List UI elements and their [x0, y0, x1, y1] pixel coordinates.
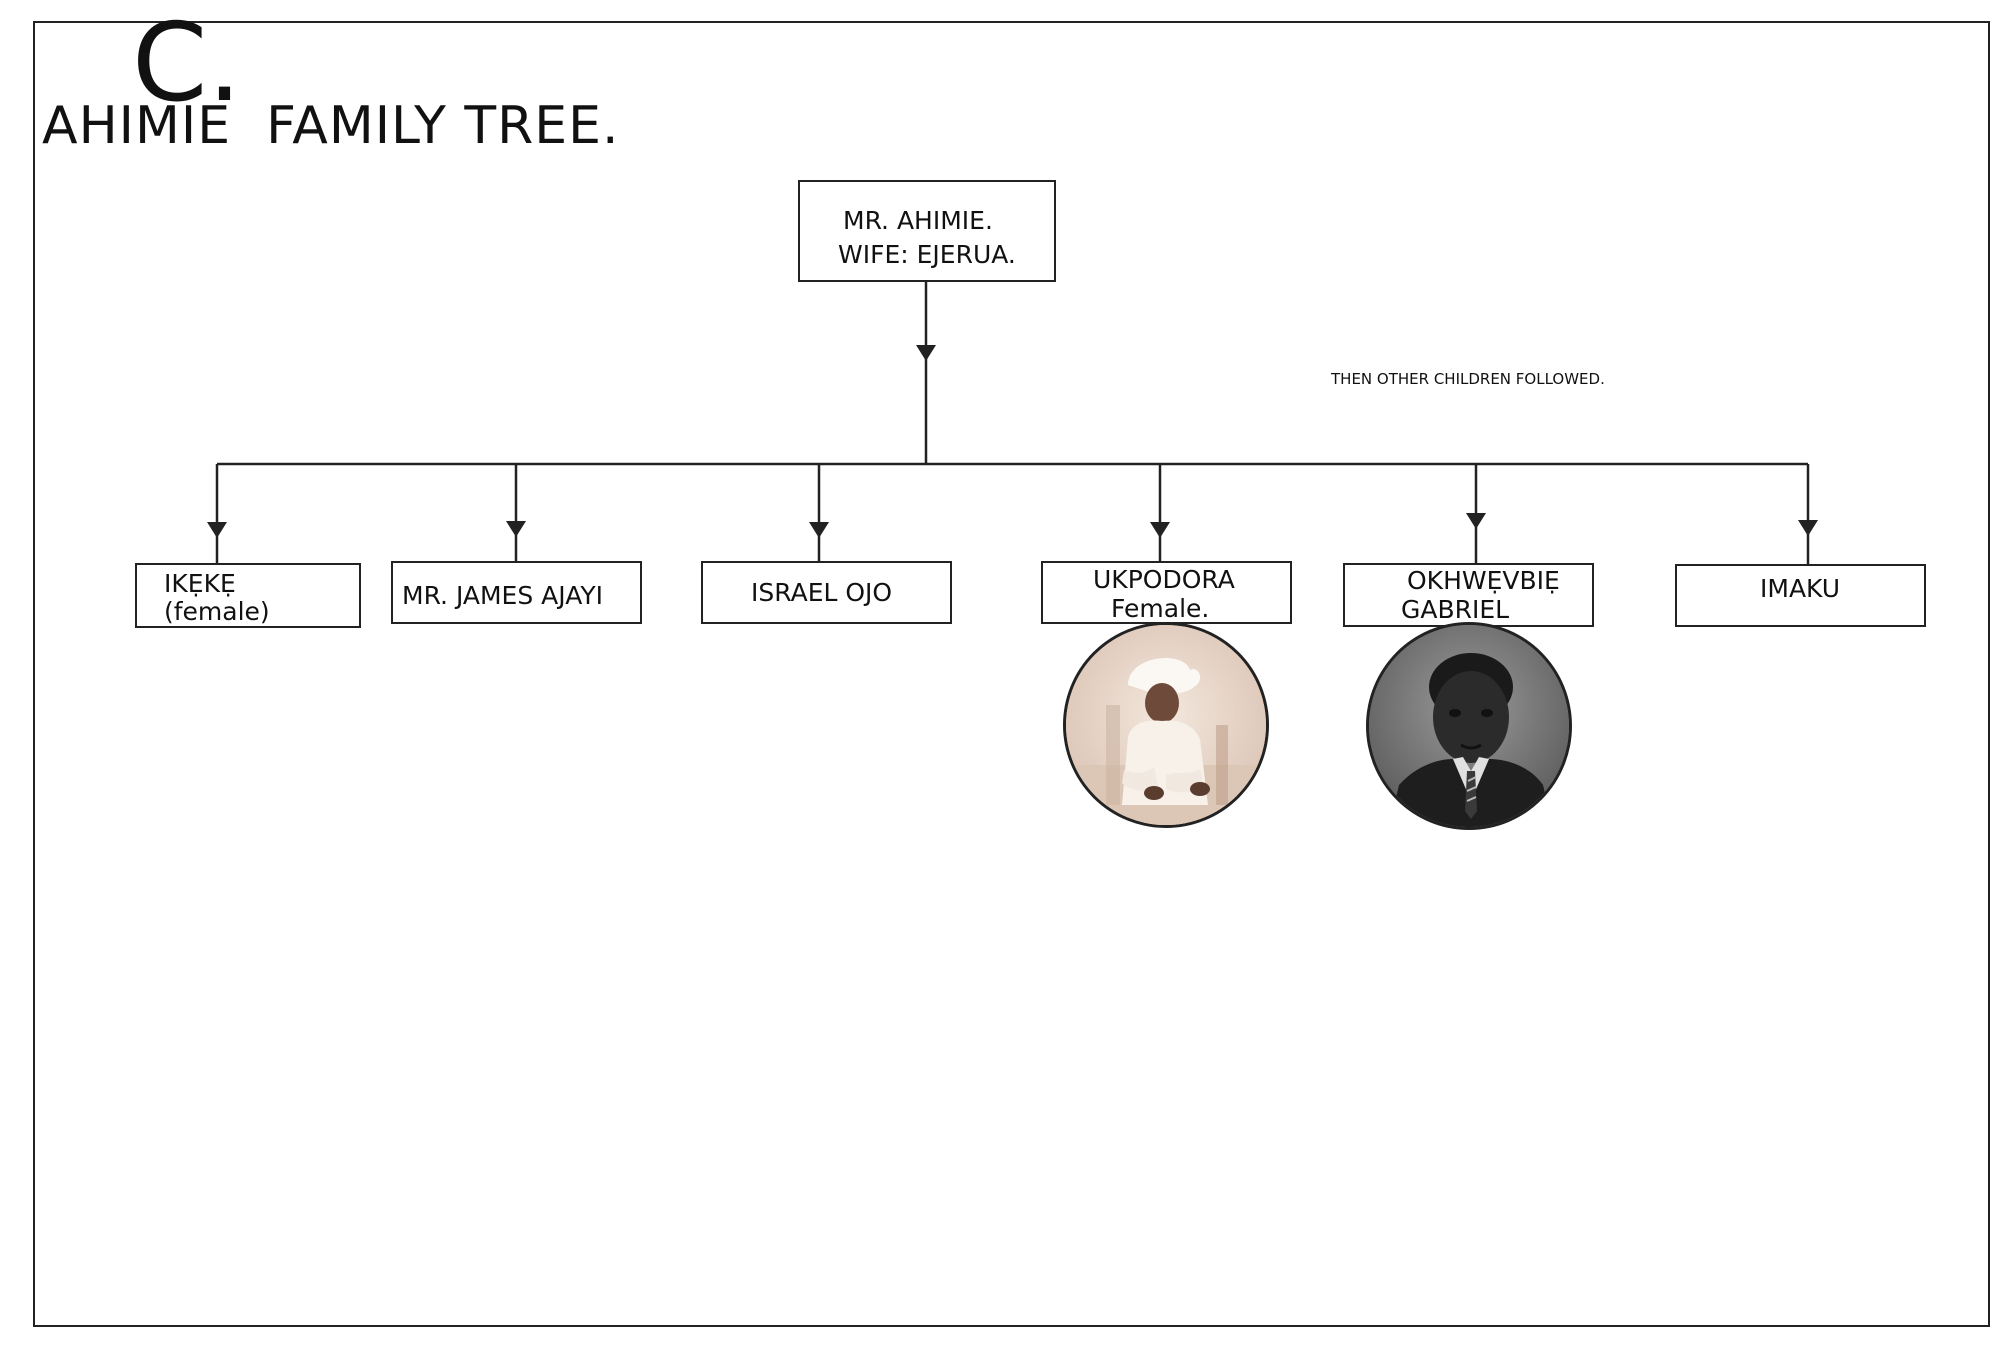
- child-name: MR. JAMES AJAYI: [402, 581, 604, 610]
- root-wife: WIFE: EJERUA.: [838, 240, 1016, 269]
- arrow-down-icon: [1466, 513, 1486, 529]
- child-name: OKHWẸVBIẸ: [1407, 566, 1560, 595]
- root-node: MR. AHIMIE. WIFE: EJERUA.: [798, 180, 1056, 282]
- child-node-6: IMAKU: [1675, 564, 1926, 627]
- child-node-2: MR. JAMES AJAYI: [391, 561, 642, 624]
- child-node-3: ISRAEL OJO: [701, 561, 952, 624]
- arrow-down-icon: [809, 522, 829, 538]
- child-node-5: OKHWẸVBIẸ GABRIEL: [1343, 563, 1594, 627]
- section-letter: C.: [132, 1, 242, 126]
- portrait-photo-gabriel: [1366, 622, 1572, 830]
- root-name: MR. AHIMIE.: [843, 206, 993, 235]
- child-name: UKPODORA: [1093, 565, 1235, 594]
- arrow-down-icon: [506, 521, 526, 537]
- other-children-note: THEN OTHER CHILDREN FOLLOWED.: [1331, 370, 1605, 388]
- child-node-4: UKPODORA Female.: [1041, 561, 1292, 624]
- arrow-down-icon: [1150, 522, 1170, 538]
- child-name: ISRAEL OJO: [751, 578, 893, 607]
- child-note: (female): [164, 597, 270, 627]
- child-name: IMAKU: [1760, 574, 1841, 603]
- child-name: IKẸKẸ: [164, 569, 236, 598]
- child-node-1: IKẸKẸ (female): [135, 563, 361, 628]
- page-frame: [33, 21, 1990, 1327]
- child-note: Female.: [1111, 594, 1210, 624]
- page-title: AHIMIE FAMILY TREE.: [42, 96, 620, 156]
- arrow-down-icon: [916, 345, 936, 361]
- arrow-down-icon: [207, 522, 227, 538]
- portrait-photo-ukpodora: [1063, 622, 1269, 828]
- arrow-down-icon: [1798, 520, 1818, 536]
- child-note: GABRIEL: [1401, 595, 1510, 625]
